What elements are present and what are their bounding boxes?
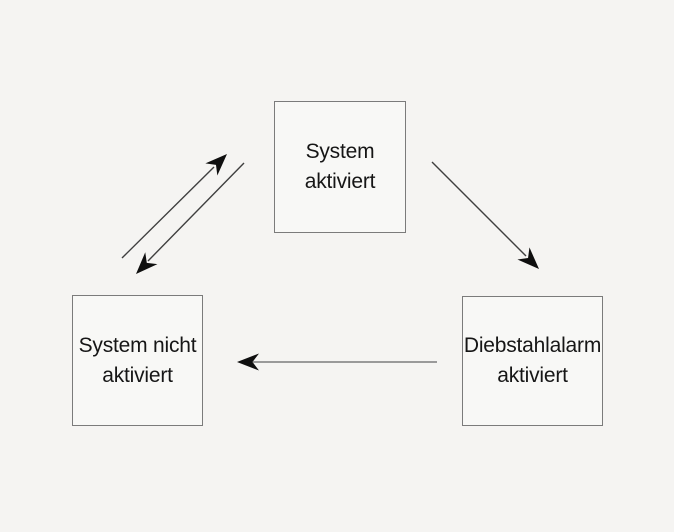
state-box-system-nicht-aktiviert: System nicht aktiviert [72,295,203,426]
state-label-line: aktiviert [497,364,568,387]
state-box-diebstahlalarm-aktiviert: Diebstahlalarm aktiviert [462,296,603,426]
arrowhead-left-icon [237,353,259,371]
arrow-system-aktiviert-to-system-nicht-aktiviert [136,162,245,274]
arrow-system-aktiviert-to-diebstahlalarm-aktiviert [431,161,539,269]
arrowhead-down-left-icon [136,252,158,274]
state-label-line: aktiviert [102,363,173,387]
state-label-line: Diebstahlalarm [463,334,602,357]
arrowhead-up-right-icon [205,154,227,176]
arrow-diebstahlalarm-aktiviert-to-system-nicht-aktiviert [237,353,437,371]
state-label-line: System [305,140,375,163]
state-box-system-aktiviert: System aktiviert [274,101,406,233]
state-label-line: aktiviert [304,170,376,193]
arrowhead-down-right-icon [517,247,539,269]
arrow-system-nicht-aktiviert-to-system-aktiviert [121,154,227,259]
state-label-line: System nicht [78,333,197,357]
